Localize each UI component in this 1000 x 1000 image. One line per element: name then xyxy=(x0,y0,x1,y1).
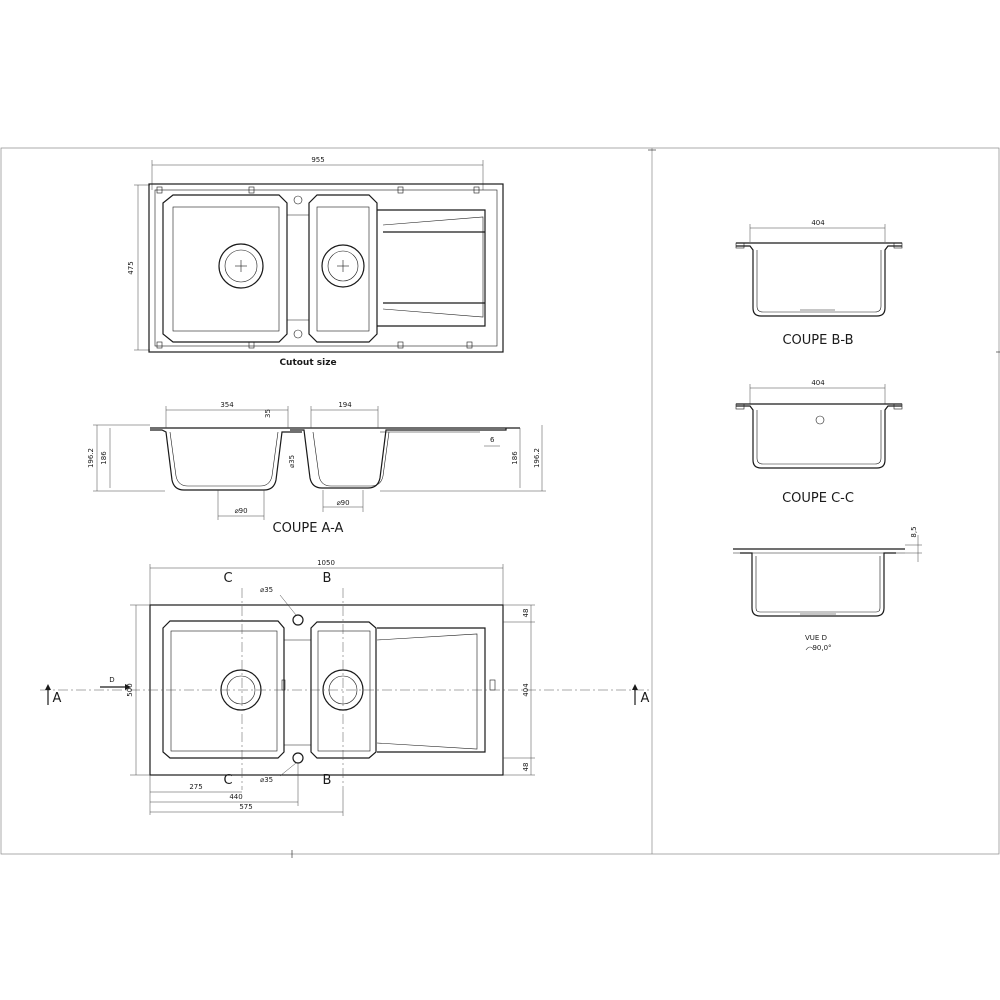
section-b-top: B xyxy=(323,571,332,586)
hole-bottom-dia: ⌀35 xyxy=(260,776,273,784)
top-width-dim: 955 xyxy=(311,156,324,164)
top-view-cutout: 955 475 xyxy=(127,156,504,368)
section-bb-caption: COUPE B-B xyxy=(782,333,853,348)
cutout-caption: Cutout size xyxy=(279,358,336,368)
dim-575: 575 xyxy=(239,803,252,811)
view-d-marker: D xyxy=(109,676,114,684)
overflow-dia-dim: ⌀35 xyxy=(288,455,296,468)
inner-height-dim: 404 xyxy=(522,683,530,697)
drain2-dia-dim: ⌀90 xyxy=(336,499,349,507)
section-b-bottom: B xyxy=(323,773,332,788)
right-outer-height: 196.2 xyxy=(533,448,541,468)
view-d: 8,5 VUE D 90,0° xyxy=(733,526,922,652)
dim-440: 440 xyxy=(229,793,242,801)
sheet-frame xyxy=(0,147,1000,858)
bowl2-width-dim: 194 xyxy=(338,401,352,409)
bowl1-width-dim: 354 xyxy=(220,401,234,409)
plan-height-dim: 500 xyxy=(126,683,134,696)
rim-dim: 6 xyxy=(490,436,495,444)
left-outer-height: 196.2 xyxy=(87,448,95,468)
top-margin-dim: 48 xyxy=(522,609,530,618)
section-cc-caption: COUPE C-C xyxy=(782,491,854,506)
section-a-right: A xyxy=(641,691,650,706)
view-d-rim-dim: 8,5 xyxy=(910,526,918,537)
section-c-c: 404 COUPE C-C xyxy=(735,379,903,506)
section-a-left: A xyxy=(53,691,62,706)
top-height-dim: 475 xyxy=(127,261,135,274)
plan-width-dim: 1050 xyxy=(317,559,335,567)
plan-view: 1050 C C B B A A xyxy=(40,559,650,816)
section-c-bottom: C xyxy=(223,773,232,788)
section-b-b: 404 COUPE B-B xyxy=(735,219,903,348)
section-aa-caption: COUPE A-A xyxy=(273,521,344,536)
section-a-a: 354 194 35 ⌀35 196.2 186 6 186 196.2 ⌀90… xyxy=(87,401,546,536)
cc-width-dim: 404 xyxy=(811,379,825,387)
section-c-top: C xyxy=(223,571,232,586)
hole-top-dia: ⌀35 xyxy=(260,586,273,594)
view-d-caption: VUE D xyxy=(805,634,827,642)
left-inner-height: 186 xyxy=(100,451,108,465)
bottom-margin-dim: 48 xyxy=(522,763,530,772)
view-d-rotation: 90,0° xyxy=(812,644,831,652)
drain1-dia-dim: ⌀90 xyxy=(234,507,247,515)
right-inner-height: 186 xyxy=(511,451,519,465)
bb-width-dim: 404 xyxy=(811,219,825,227)
dim-275: 275 xyxy=(189,783,202,791)
overflow-height-dim: 35 xyxy=(264,409,272,418)
